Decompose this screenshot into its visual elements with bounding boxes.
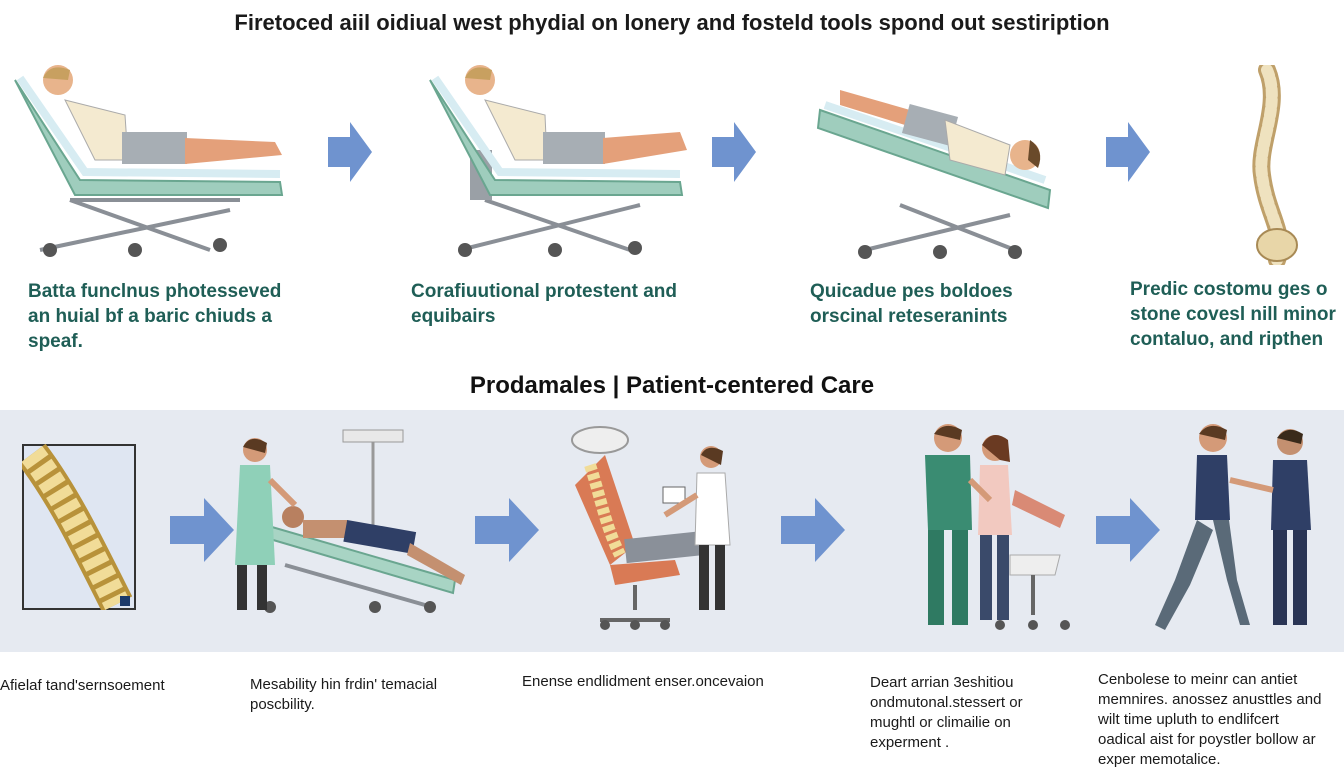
caption-line: Afielaf tand'sernsoement <box>0 677 165 694</box>
bottom-step-4-caption: Deart arrian 3eshitiou ondmutonal.stesse… <box>870 673 1023 753</box>
caption-line: stone covesl nill minor <box>1130 304 1336 325</box>
caption-line: wilt time upluth to endlifcert <box>1098 711 1279 728</box>
caption-line: exper memotalice. <box>1098 751 1221 768</box>
hospital-bed-icon <box>14 65 284 257</box>
caption-line: Batta funclnus photesseved <box>28 281 282 302</box>
bottom-step-1-caption: Afielaf tand'sernsoement <box>0 676 165 696</box>
arrow-right-icon <box>1096 498 1160 562</box>
caption-line: poscbility. <box>250 696 315 713</box>
page-title: Firetoced aiil oidiual west phydial on l… <box>234 10 1110 35</box>
arrow-right-icon <box>170 498 234 562</box>
bottom-step-5-caption: Cenbolese to meinr can antiet memnires. … <box>1098 670 1344 770</box>
hospital-bed-icon <box>429 65 687 257</box>
caption-line: Quicadue pes boldoes <box>810 281 1013 302</box>
dental-chair-icon <box>571 426 731 630</box>
caption-line: ondmutonal.stessert or <box>870 694 1023 711</box>
arrow-right-icon <box>328 122 372 182</box>
caption-line: mughtl or climailie on <box>870 714 1011 731</box>
caption-line: Mesability hin frdin' temacial <box>250 676 438 693</box>
patient-figure-icon <box>925 424 1070 630</box>
top-step-2-caption: Corafiuutional protestent and equibairs <box>411 279 677 329</box>
caregiver-figure-icon <box>235 429 465 613</box>
arrow-right-icon <box>1106 122 1150 182</box>
caption-line: experment . <box>870 734 950 751</box>
caption-line: memnires. anossez anusttles and <box>1098 691 1322 708</box>
caption-line: equibairs <box>411 306 496 327</box>
arrow-right-icon <box>475 498 539 562</box>
caption-line: Predic costomu ges o <box>1130 279 1328 300</box>
caption-line: contaluo, and ripthen <box>1130 329 1324 350</box>
bottom-step-2-caption: Mesability hin frdin' temacial poscbilit… <box>250 675 437 715</box>
spine-icon <box>1252 65 1298 265</box>
arrow-right-icon <box>712 122 756 182</box>
hospital-bed-icon <box>816 90 1052 259</box>
caption-line: an huial bf a baric chiuds a <box>28 306 272 327</box>
top-step-4-caption: Predic costomu ges o stone covesl nill m… <box>1130 277 1344 352</box>
caption-line: orscinal reteseranints <box>810 306 1008 327</box>
caption-line: oadical aist for poystler bollow ar <box>1098 731 1316 748</box>
section-title: Prodamales | Patient-centered Care <box>469 372 875 399</box>
caption-line: Cenbolese to meinr can antiet <box>1098 671 1298 688</box>
caregiver-figure-icon <box>1155 424 1311 630</box>
caption-line: Corafiuutional protestent and <box>411 281 677 302</box>
caption-line: speaf. <box>28 331 83 352</box>
caption-line: Enense endlidment enser.oncevaion <box>522 673 764 690</box>
caption-line: Deart arrian 3eshitiou <box>870 674 1014 691</box>
top-step-1-caption: Batta funclnus photesseved an huial bf a… <box>28 279 281 354</box>
bottom-step-3-caption: Enense endlidment enser.oncevaion <box>522 672 764 692</box>
arrow-right-icon <box>781 498 845 562</box>
spine-closeup-image <box>22 444 136 610</box>
top-step-3-caption: Quicadue pes boldoes orscinal reteserani… <box>810 279 1013 329</box>
